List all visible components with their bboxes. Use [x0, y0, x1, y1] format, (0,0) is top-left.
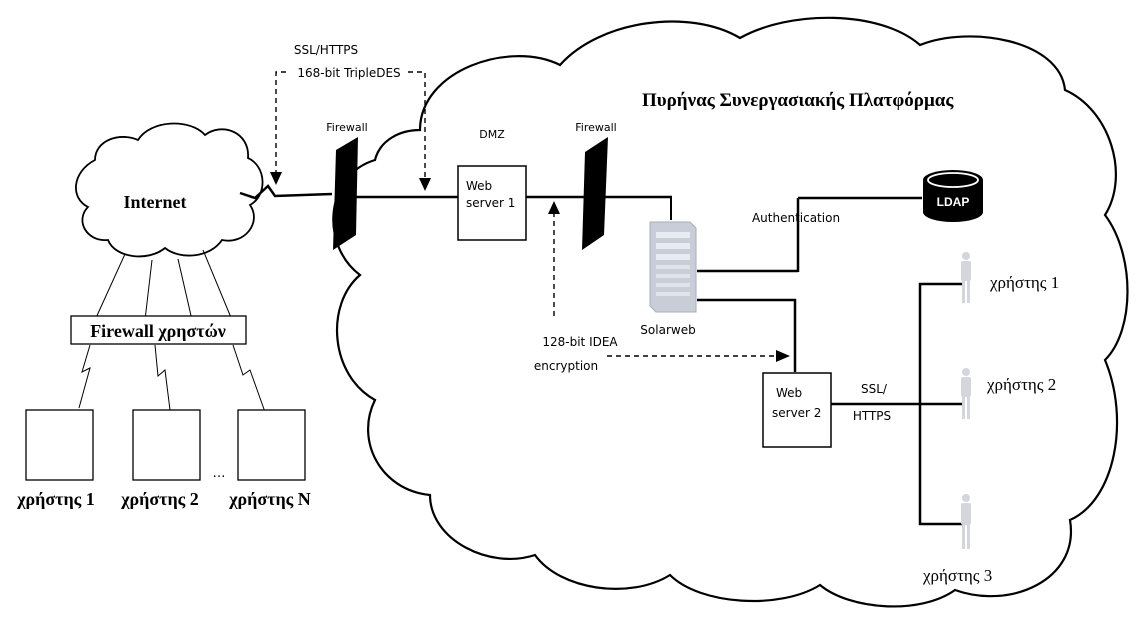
- idea-line1: 128-bit IDEA: [542, 335, 618, 349]
- left-user-n-label: χρήστης N: [228, 489, 311, 509]
- ssl-top-line1: SSL/HTTPS: [294, 43, 358, 57]
- web-server-2-line2: server 2: [772, 406, 821, 420]
- web-server-1-box: [457, 165, 527, 241]
- internet-user-lines: [94, 249, 233, 321]
- ssl-right-line1: SSL/: [861, 382, 888, 396]
- firewall-users-box: [70, 315, 247, 345]
- internet-cloud: [75, 122, 264, 258]
- ssl-top-bracket: [275, 71, 426, 183]
- ldap-label: LDAP: [937, 195, 970, 209]
- web-server-2-line1: Web: [776, 386, 802, 400]
- right-users-bracket: [918, 282, 963, 526]
- firewall-1-label: Firewall: [326, 121, 367, 134]
- left-user-1-label: χρήστης 1: [16, 489, 95, 509]
- ssl-top-arrow-right: [419, 178, 431, 191]
- ssl-top-line2: 168-bit TripleDES: [297, 66, 400, 80]
- left-user-n-box: [237, 409, 306, 481]
- left-user-zigzags: [78, 344, 266, 413]
- web-server-1-line1: Web: [466, 179, 492, 193]
- left-user-2-label: χρήστης 2: [120, 489, 199, 509]
- left-user-2-box: [132, 409, 201, 481]
- solarweb-label: Solarweb: [640, 323, 695, 337]
- ldap-database-icon: [923, 170, 983, 222]
- ssl-right-line2: HTTPS: [853, 409, 891, 423]
- idea-arrow-right: [776, 350, 790, 362]
- left-user-1-box: [25, 409, 94, 481]
- firewall-1: [333, 137, 358, 250]
- right-user-3-label: χρήστης 3: [922, 566, 992, 585]
- right-user-2-icon: [961, 368, 971, 419]
- internet-zigzag-link: [239, 184, 333, 200]
- firewall-2: [582, 137, 608, 250]
- idea-line2: encryption: [534, 359, 598, 373]
- link-solarweb-ws2: [697, 298, 797, 372]
- firewall-2-label: Firewall: [575, 121, 616, 134]
- web-server-1-line2: server 1: [466, 196, 515, 210]
- right-user-1-icon: [961, 252, 971, 303]
- dmz-label: DMZ: [479, 128, 505, 141]
- right-user-3-icon: [961, 494, 971, 549]
- firewall-users-label: Firewall χρηστών: [90, 321, 226, 341]
- web-server-2-box: [762, 372, 832, 448]
- platform-title: Πυρήνας Συνεργασιακής Πλατφόρμας: [642, 90, 954, 111]
- left-users-ellipsis: …: [213, 466, 226, 481]
- right-user-2-label: χρήστης 2: [986, 375, 1056, 394]
- internet-label: Internet: [124, 192, 187, 212]
- ssl-top-arrow-left: [270, 172, 282, 185]
- authentication-label: Authentication: [752, 211, 840, 225]
- idea-arrow-up: [548, 201, 560, 214]
- platform-cloud: [332, 16, 1129, 608]
- right-user-1-label: χρήστης 1: [989, 273, 1059, 292]
- solarweb-server-icon: [649, 221, 697, 313]
